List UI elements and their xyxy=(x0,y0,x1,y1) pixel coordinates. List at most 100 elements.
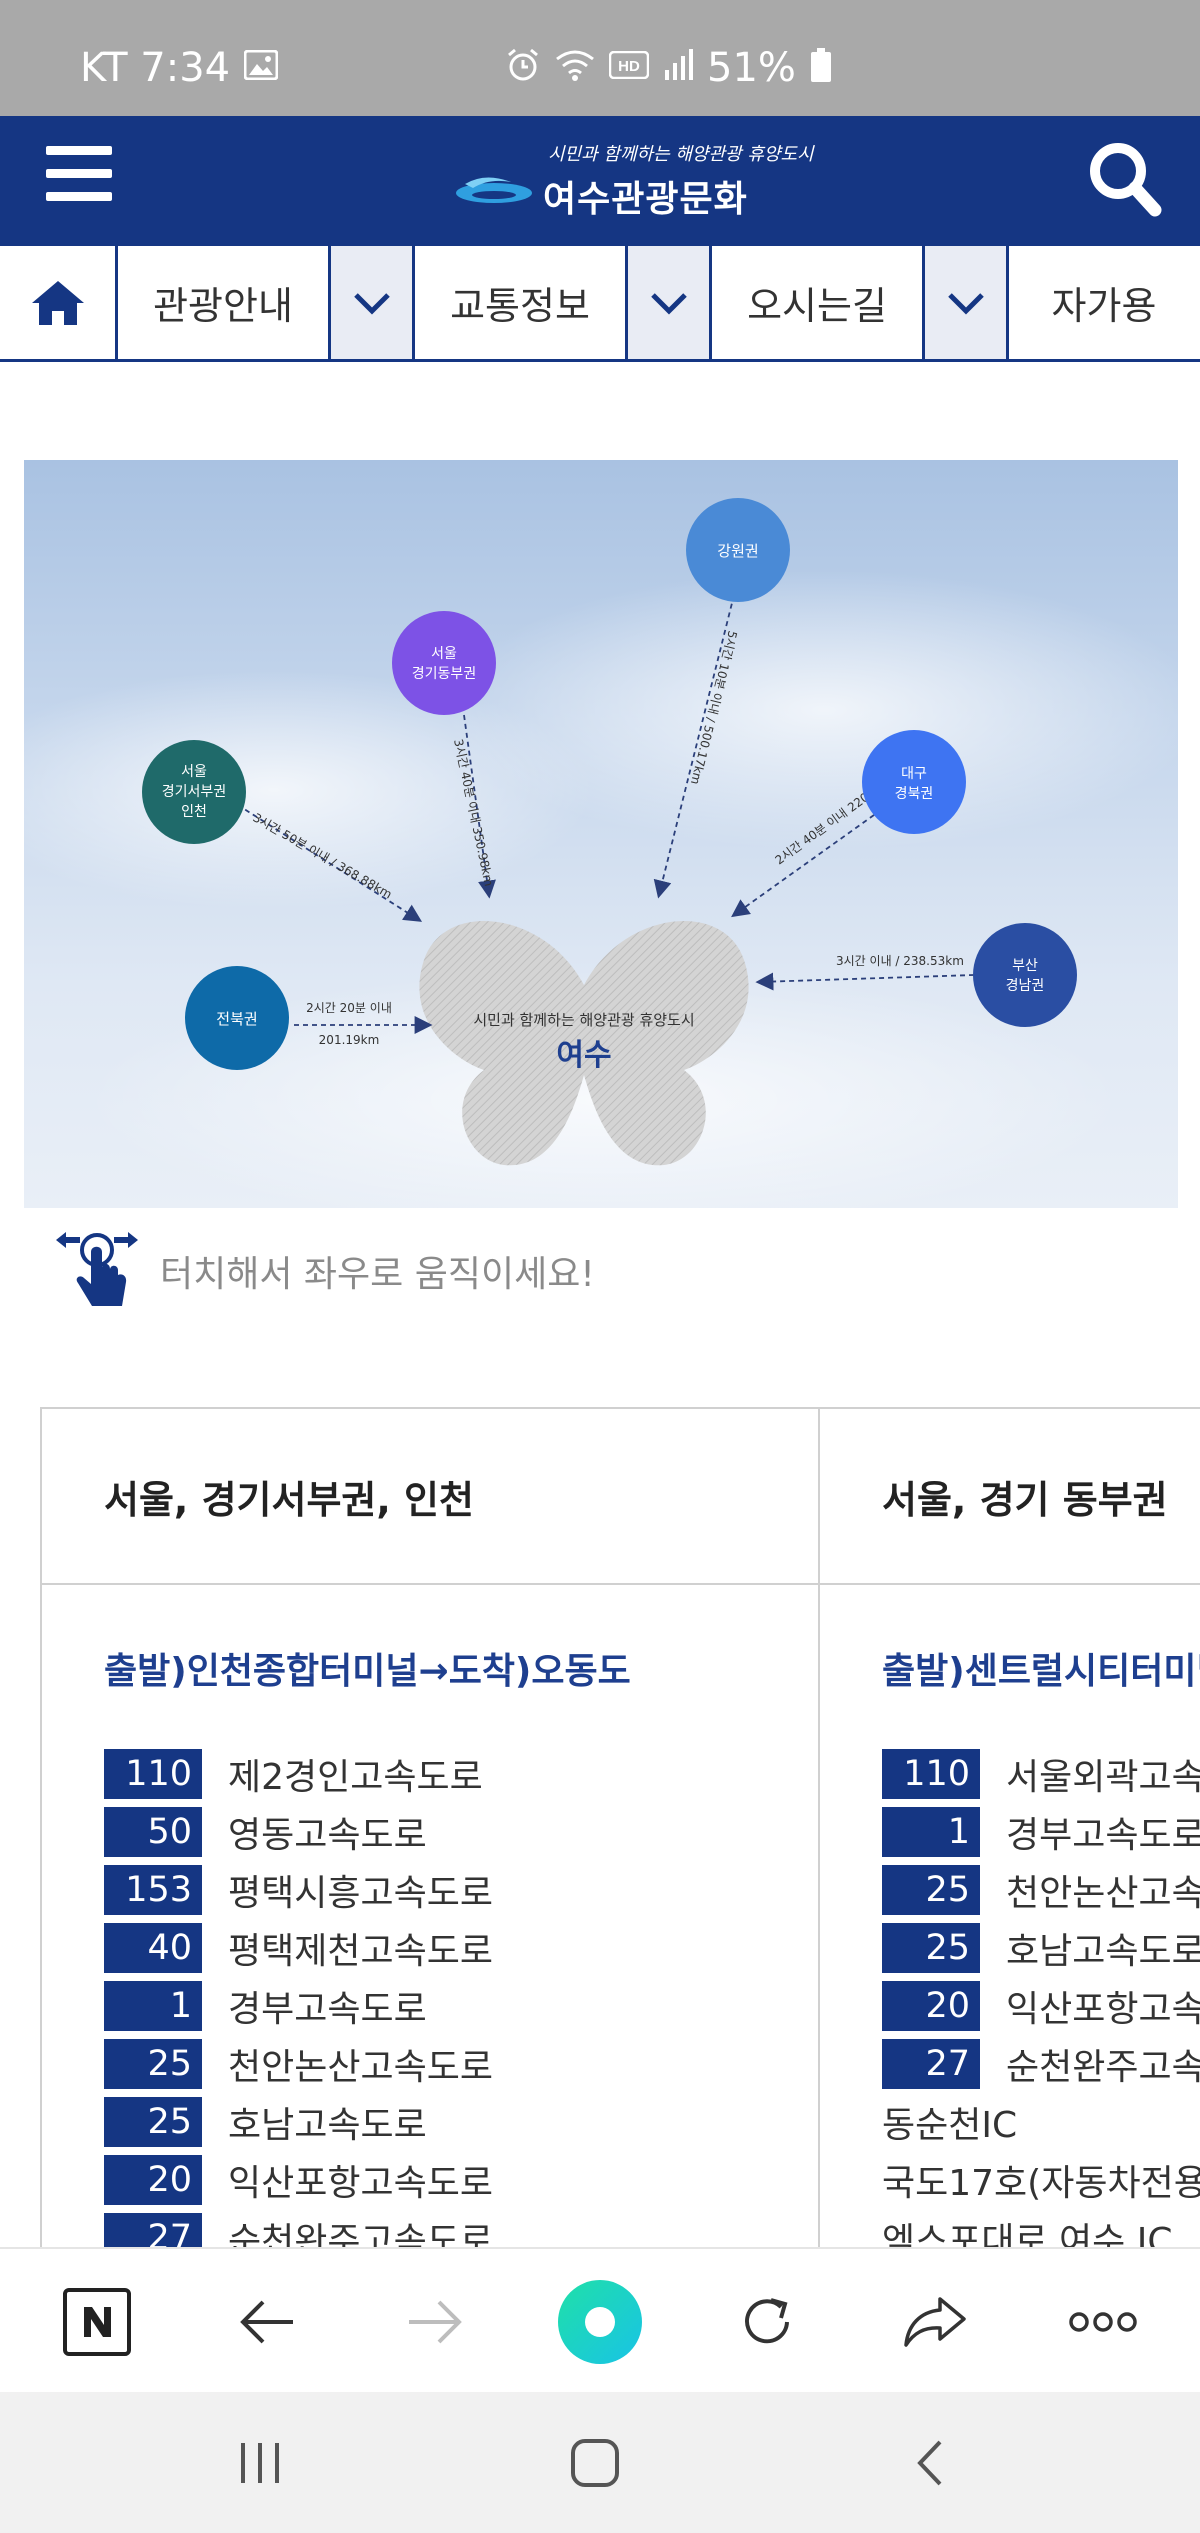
more-button[interactable] xyxy=(1048,2249,1158,2394)
home-button[interactable] xyxy=(0,246,118,359)
highway-number-badge: 153 xyxy=(104,1865,202,1915)
svg-text:경북권: 경북권 xyxy=(895,786,934,802)
nav-tab-car[interactable]: 자가용 xyxy=(1051,284,1157,328)
highway-item: 27 순천완주고속 xyxy=(882,2035,1200,2093)
nav-tab-directions[interactable]: 오시는길 xyxy=(712,246,925,359)
system-home-button[interactable] xyxy=(535,2392,655,2533)
site-name: 여수관광문화 xyxy=(543,179,748,220)
home-icon xyxy=(31,280,84,325)
route-column: 서울, 경기서부권, 인천 출발)인천종합터미널→도착)오동도 110 제2경인고… xyxy=(40,1407,818,2247)
svg-text:경기서부권: 경기서부권 xyxy=(162,784,226,800)
highway-number-badge: 40 xyxy=(104,1923,202,1973)
nav-tab-tourism[interactable]: 관광안내 xyxy=(118,246,331,359)
battery-percent: 51% xyxy=(707,45,796,91)
route-column-title: 서울, 경기서부권, 인천 xyxy=(42,1409,818,1585)
highway-name: 서울외곽고속 xyxy=(1006,1757,1200,1798)
region-route-map[interactable]: 시민과 함께하는 해양관광 휴양도시 여수 3시간 50분 이내 / 368.8… xyxy=(24,460,1178,1208)
highway-item: 27 순천완주고속도로 xyxy=(104,2209,493,2247)
route-label: 2시간 20분 이내 xyxy=(306,1001,392,1015)
forward-button[interactable] xyxy=(380,2249,490,2394)
svg-text:강원권: 강원권 xyxy=(717,542,758,560)
route-table-scroller[interactable]: 서울, 경기서부권, 인천 출발)인천종합터미널→도착)오동도 110 제2경인고… xyxy=(40,1407,1200,2247)
back-arrow-icon xyxy=(240,2300,293,2343)
highway-number-badge: 110 xyxy=(104,1749,202,1799)
carrier-time: KT 7:34 xyxy=(80,45,231,91)
back-button[interactable] xyxy=(212,2249,322,2394)
highway-item: 110 제2경인고속도로 xyxy=(104,1745,493,1803)
highway-number-badge: 50 xyxy=(104,1807,202,1857)
highway-name: 천안논산고속 xyxy=(1006,1873,1200,1914)
naver-n-icon xyxy=(63,2287,131,2356)
svg-text:인천: 인천 xyxy=(181,804,207,820)
logo-wave-icon xyxy=(456,177,532,203)
highway-name: 호남고속도로 xyxy=(1006,1931,1200,1972)
highway-name: 경부고속도로 xyxy=(1006,1815,1200,1856)
route-start-end: 출발)센트럴시티터미널 xyxy=(882,1651,1200,1692)
recent-apps-button[interactable] xyxy=(200,2392,320,2533)
highway-name: 제2경인고속도로 xyxy=(228,1757,483,1798)
more-icon xyxy=(1069,2311,1137,2332)
nav-dropdown-traffic[interactable] xyxy=(628,246,712,359)
highway-name: 천안논산고속도로 xyxy=(228,2047,493,2088)
highway-number-badge: 1 xyxy=(104,1981,202,2031)
share-button[interactable] xyxy=(880,2249,990,2394)
highway-name: 국도17호(자동차전용 xyxy=(882,2163,1200,2204)
region-jeonbuk[interactable]: 전북권 xyxy=(185,966,289,1070)
highway-item: 25 천안논산고속도로 xyxy=(104,2035,493,2093)
search-button[interactable] xyxy=(1085,138,1165,220)
highway-name: 순천완주고속도로 xyxy=(228,2221,493,2247)
recent-apps-icon xyxy=(241,2442,279,2483)
swipe-hint-text: 터치해서 좌우로 움직이세요! xyxy=(160,1254,595,1295)
nav-tab-traffic[interactable]: 교통정보 xyxy=(415,246,628,359)
highway-name: 순천완주고속 xyxy=(1006,2047,1200,2088)
region-daegu[interactable]: 대구 경북권 xyxy=(862,730,966,834)
nav-dropdown-tourism[interactable] xyxy=(331,246,415,359)
naver-button[interactable] xyxy=(42,2249,152,2394)
svg-text:경기동부권: 경기동부권 xyxy=(412,666,476,682)
whale-home-icon xyxy=(558,2279,642,2364)
refresh-button[interactable] xyxy=(712,2249,822,2394)
highway-number-badge: 25 xyxy=(104,2097,202,2147)
highway-number-badge: 27 xyxy=(104,2213,202,2247)
svg-text:경남권: 경남권 xyxy=(1006,978,1045,994)
region-gangwon[interactable]: 강원권 xyxy=(686,498,790,602)
route-start-end: 출발)인천종합터미널→도착)오동도 xyxy=(104,1651,631,1692)
highway-item: 동순천IC xyxy=(882,2093,1200,2151)
site-logo[interactable]: 시민과 함께하는 해양관광 휴양도시 여수관광문화 xyxy=(455,136,814,228)
region-seoul-west[interactable]: 서울 경기서부권 인천 xyxy=(142,740,246,844)
back-icon xyxy=(917,2440,942,2485)
nav-dropdown-directions[interactable] xyxy=(925,246,1009,359)
menu-icon xyxy=(46,146,112,155)
yeosu-butterfly-shape xyxy=(419,921,749,1166)
search-icon xyxy=(1090,143,1162,217)
menu-button[interactable] xyxy=(46,146,112,216)
highway-name: 동순천IC xyxy=(882,2105,1018,2146)
home-icon xyxy=(571,2438,619,2487)
region-seoul-east[interactable]: 서울 경기동부권 xyxy=(392,611,496,715)
system-navigation-bar xyxy=(0,2392,1200,2533)
route-label: 3시간 이내 / 238.53km xyxy=(836,954,964,968)
route-label: 201.19km xyxy=(319,1033,380,1047)
map-center-caption: 시민과 함께하는 해양관광 휴양도시 xyxy=(473,1011,694,1029)
swipe-hand-icon xyxy=(56,1232,138,1306)
highway-name: 익산포항고속도로 xyxy=(228,2163,493,2204)
svg-text:서울: 서울 xyxy=(431,646,457,662)
highway-number-badge: 27 xyxy=(882,2039,980,2089)
whale-home-button[interactable] xyxy=(545,2249,655,2394)
highway-item: 25 천안논산고속 xyxy=(882,1861,1200,1919)
system-back-button[interactable] xyxy=(870,2392,990,2533)
chevron-down-icon xyxy=(947,292,984,315)
highway-number-badge: 25 xyxy=(882,1865,980,1915)
region-busan[interactable]: 부산 경남권 xyxy=(973,923,1077,1027)
swipe-hint: 터치해서 좌우로 움직이세요! xyxy=(52,1226,595,1316)
highway-number-badge: 25 xyxy=(104,2039,202,2089)
map-center-name: 여수 xyxy=(556,1038,611,1073)
